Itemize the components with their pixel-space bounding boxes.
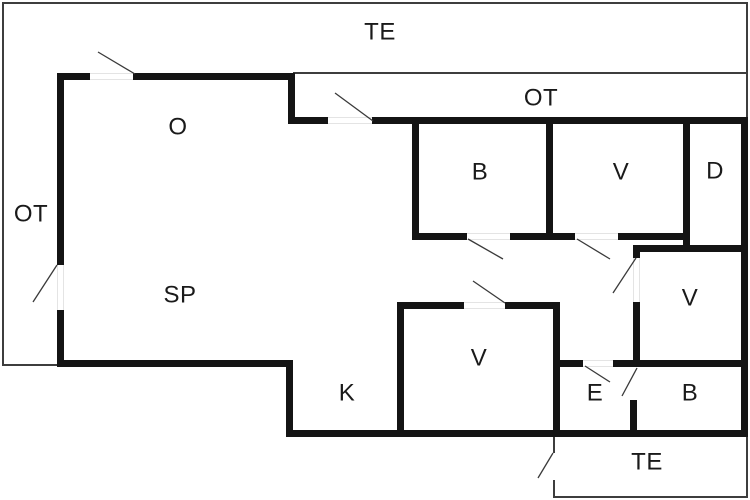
terrace-boundary-line — [553, 496, 748, 498]
door-threshold — [90, 79, 133, 80]
room-label-ot-top: OT — [524, 84, 558, 111]
terrace-boundary-line — [293, 72, 748, 74]
door-swing-line — [467, 238, 504, 260]
door-opening — [57, 265, 64, 310]
door-threshold — [583, 366, 613, 367]
wall — [397, 302, 404, 437]
door-threshold — [633, 258, 634, 302]
wall — [633, 245, 748, 252]
door-threshold — [63, 265, 64, 310]
wall — [630, 400, 637, 437]
door-opening — [90, 73, 133, 80]
door-opening — [575, 233, 618, 240]
wall — [288, 73, 295, 124]
terrace-boundary-line — [2, 364, 59, 366]
room-label-v-top: V — [613, 158, 630, 185]
wall — [286, 430, 748, 437]
terrace-boundary-line — [553, 480, 555, 498]
room-label-e: E — [587, 379, 604, 406]
door-opening — [633, 258, 640, 302]
wall — [683, 124, 690, 252]
room-label-te-top: TE — [364, 18, 396, 45]
door-threshold — [464, 302, 505, 303]
room-label-b-top: B — [472, 158, 489, 185]
wall — [288, 117, 748, 124]
room-label-te-bottom: TE — [631, 448, 663, 475]
door-threshold — [467, 239, 510, 240]
door-threshold — [464, 308, 505, 309]
door-swing-line — [334, 92, 374, 122]
door-opening — [467, 233, 510, 240]
room-label-b-bottom: B — [682, 379, 699, 406]
door-opening — [583, 360, 613, 367]
door-threshold — [583, 360, 613, 361]
wall — [412, 233, 690, 240]
door-swing-line — [612, 257, 637, 294]
door-threshold — [639, 258, 640, 302]
room-label-d: D — [706, 157, 724, 184]
room-label-v-right: V — [682, 284, 699, 311]
room-label-v-bottom: V — [471, 344, 488, 371]
wall — [286, 360, 293, 437]
wall — [412, 124, 419, 240]
room-label-ot-left: OT — [14, 200, 48, 227]
door-opening — [464, 302, 505, 309]
terrace-boundary-line — [2, 2, 748, 4]
door-opening — [328, 117, 372, 124]
wall — [741, 117, 748, 437]
door-threshold — [328, 123, 372, 124]
door-swing-line — [32, 264, 58, 303]
wall — [553, 360, 748, 367]
door-swing-line — [621, 367, 638, 397]
door-threshold — [57, 265, 58, 310]
door-threshold — [467, 233, 510, 234]
wall — [553, 302, 560, 437]
door-threshold — [90, 73, 133, 74]
wall — [57, 73, 295, 80]
door-swing-line — [472, 280, 506, 304]
wall — [57, 73, 64, 367]
room-label-o: O — [168, 113, 187, 140]
wall — [57, 360, 293, 367]
terrace-boundary-line — [553, 437, 555, 453]
door-threshold — [575, 233, 618, 234]
door-threshold — [328, 117, 372, 118]
door-swing-line — [584, 365, 611, 383]
room-label-k: K — [339, 379, 356, 406]
door-swing-line — [576, 238, 611, 260]
wall — [633, 245, 640, 367]
door-swing-line — [537, 452, 554, 479]
door-threshold — [575, 239, 618, 240]
door-swing-line — [97, 51, 136, 75]
terrace-boundary-line — [2, 2, 4, 366]
wall — [546, 124, 553, 240]
room-label-sp: SP — [163, 281, 196, 308]
